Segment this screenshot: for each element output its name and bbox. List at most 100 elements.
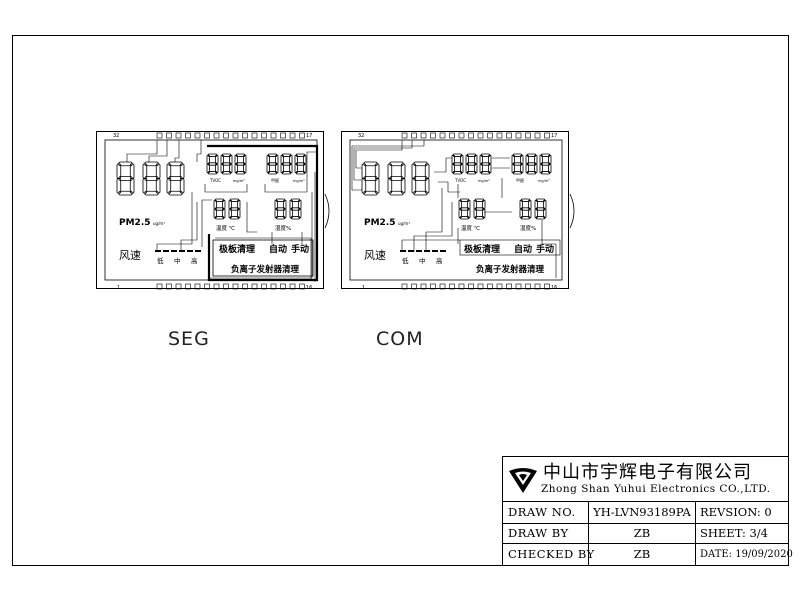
hcho-digit-1	[266, 153, 279, 175]
checked-by-value: ZB	[589, 543, 696, 565]
tvoc-unit-b: mg/m³	[478, 179, 490, 183]
top-pin	[175, 132, 182, 139]
big-digit-2	[387, 161, 406, 196]
temp-digit-1	[458, 198, 471, 220]
temp-digit-2-segment	[474, 207, 485, 211]
wiring-trace	[156, 192, 193, 250]
wiring-trace	[438, 181, 460, 193]
bottom-pin	[544, 283, 550, 290]
title-block-header: 中山市宇辉电子有限公司 Zhong Shan Yuhui Electronics…	[503, 457, 788, 502]
speed-low-label: 低	[402, 256, 409, 265]
pin-label-17: 17	[551, 133, 557, 139]
bottom-pin	[166, 283, 172, 290]
wiring-trace	[425, 188, 443, 252]
temp-digit-1-segment	[214, 207, 225, 211]
title-row-draw-by: DRAW BY ZB SHEET: 3/4	[503, 523, 788, 544]
wiring-trace	[209, 192, 313, 279]
top-pin	[487, 132, 493, 139]
hcho-digit-1-segment	[512, 162, 523, 166]
bottom-pin	[280, 283, 286, 290]
wiring-trace	[196, 140, 202, 162]
speed-bar	[155, 250, 161, 252]
title-row-draw-no: DRAW NO. YH-LVN93189PA REVSION: 0	[503, 501, 788, 524]
big-digit-1	[116, 161, 135, 196]
lcd-side-tab	[569, 193, 575, 229]
top-pin	[289, 132, 296, 139]
bottom-pin	[525, 283, 531, 290]
temp-digit-2	[228, 198, 241, 220]
seg-common-frame	[207, 144, 319, 282]
top-pin	[496, 132, 503, 139]
speed-bar	[163, 250, 169, 252]
top-pin	[280, 132, 286, 139]
wiring-trace	[413, 202, 453, 252]
humid-digit-1-segment	[520, 207, 531, 211]
pm25-unit: ug/m³	[398, 221, 410, 226]
manual-label: 手动	[536, 243, 554, 255]
bottom-pin	[515, 283, 522, 290]
bottom-pin	[439, 283, 446, 290]
hcho-digit-2	[525, 153, 538, 175]
draw-by-label: DRAW BY	[503, 523, 589, 543]
humidity-label: 湿度%	[275, 224, 291, 232]
tvoc-digit-2-segment	[466, 162, 477, 166]
bottom-pin	[213, 283, 220, 290]
humidity-label: 湿度%	[520, 224, 536, 232]
pm25-label: PM2.5	[119, 218, 151, 228]
bottom-pin	[242, 283, 248, 290]
anion-clean-label: 负离子发射器清理	[231, 264, 300, 275]
pin-label-1: 1	[362, 285, 365, 291]
title-block: 中山市宇辉电子有限公司 Zhong Shan Yuhui Electronics…	[502, 456, 793, 566]
bottom-pin	[194, 283, 201, 290]
temp-digit-1	[213, 198, 226, 220]
bottom-pin	[468, 283, 474, 290]
speed-bar	[187, 250, 193, 252]
pm25-label: PM2.5	[364, 218, 396, 228]
tvoc-digit-2	[465, 153, 478, 175]
sheet-value: SHEET: 3/4	[700, 526, 768, 540]
hcho-digit-2-segment	[281, 162, 292, 166]
wiring-trace	[401, 239, 460, 252]
board-clean-label: 极板清理	[219, 243, 255, 255]
date-value: DATE: 19/09/2020	[700, 548, 793, 560]
top-pin	[411, 132, 417, 139]
bottom-pin	[261, 283, 267, 290]
top-pin	[242, 132, 248, 139]
hcho-digit-1-segment	[267, 162, 278, 166]
temp-digit-1-segment	[459, 207, 470, 211]
wind-speed-label: 风速	[364, 249, 386, 262]
top-pin	[420, 132, 427, 139]
bottom-pin	[487, 283, 493, 290]
top-pin	[534, 132, 541, 139]
hcho-unit-b: mg/m³	[293, 179, 305, 183]
speed-bar	[171, 250, 177, 252]
tvoc-digit-2	[220, 153, 233, 175]
speed-low-label: 低	[157, 256, 164, 265]
top-pin	[261, 132, 267, 139]
bottom-pin	[270, 283, 277, 290]
wiring-trace	[148, 140, 168, 162]
humid-digit-2-segment	[535, 207, 546, 211]
manual-label: 手动	[291, 243, 309, 255]
top-pin	[223, 132, 229, 139]
auto-label: 自动	[269, 243, 287, 255]
hcho-digit-2-segment	[526, 162, 537, 166]
wiring-trace	[201, 199, 212, 247]
wind-speed-label: 风速	[119, 249, 141, 262]
top-pin	[544, 132, 550, 139]
auto-label: 自动	[514, 243, 532, 255]
top-pin	[251, 132, 258, 139]
top-pin	[185, 132, 191, 139]
mode-box	[212, 239, 314, 277]
speed-bar	[432, 250, 438, 252]
tvoc-digit-2-segment	[221, 162, 232, 166]
pin-label-1: 1	[117, 285, 120, 291]
top-pin	[430, 132, 436, 139]
bottom-pin	[458, 283, 465, 290]
mode-box	[459, 239, 561, 256]
speed-mid-label: 中	[419, 256, 426, 265]
bottom-pin	[204, 283, 210, 290]
top-pin	[468, 132, 474, 139]
